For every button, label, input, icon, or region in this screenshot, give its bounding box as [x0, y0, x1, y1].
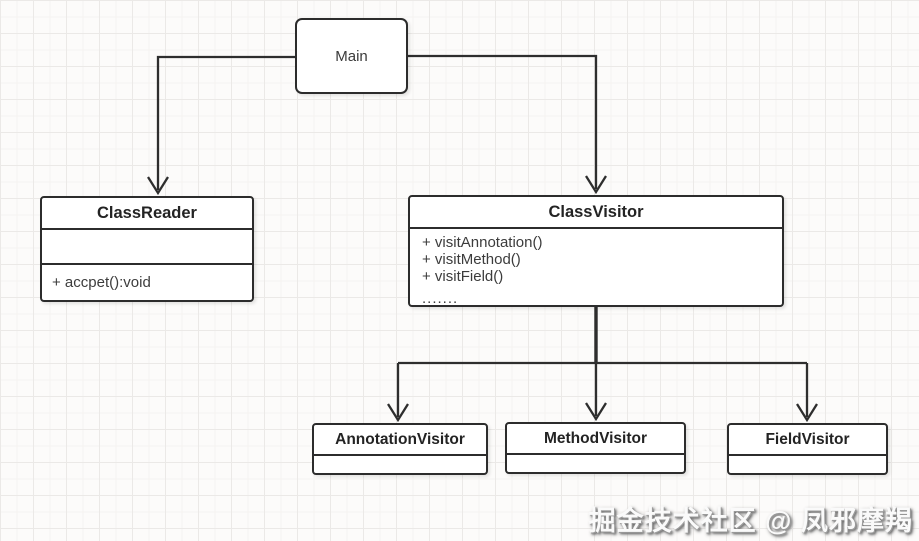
- arrowhead-down-icon: [147, 176, 169, 196]
- node-classreader: ClassReader + accpet():void: [40, 196, 254, 302]
- arrowhead-down-icon: [796, 403, 818, 423]
- classvisitor-ellipsis: .......: [422, 290, 459, 307]
- node-classvisitor: ClassVisitor + visitAnnotation() + visit…: [408, 195, 784, 307]
- classreader-title: ClassReader: [42, 198, 252, 230]
- classvisitor-methods-compartment: + visitAnnotation() + visitMethod() + vi…: [410, 229, 782, 309]
- methodvisitor-empty-compartment: [507, 455, 684, 472]
- node-main: Main: [295, 18, 408, 94]
- fieldvisitor-empty-compartment: [729, 456, 886, 473]
- classvisitor-method: + visitField(): [422, 268, 504, 285]
- arrowhead-down-icon: [585, 402, 607, 422]
- node-annotationvisitor: AnnotationVisitor: [312, 423, 488, 475]
- watermark-text: 掘金技术社区 @ 凤邪摩羯: [588, 506, 913, 536]
- methodvisitor-title: MethodVisitor: [507, 424, 684, 455]
- arrowhead-down-icon: [585, 175, 607, 195]
- classreader-attributes-compartment: [42, 230, 252, 265]
- node-fieldvisitor: FieldVisitor: [727, 423, 888, 475]
- annotationvisitor-empty-compartment: [314, 456, 486, 473]
- fieldvisitor-title: FieldVisitor: [729, 425, 886, 456]
- classvisitor-method: + visitAnnotation(): [422, 234, 543, 251]
- classreader-method: + accpet():void: [52, 274, 151, 291]
- edge-main-to-classvisitor: [407, 54, 598, 189]
- classvisitor-method: + visitMethod(): [422, 251, 521, 268]
- annotationvisitor-title: AnnotationVisitor: [314, 425, 486, 456]
- node-methodvisitor: MethodVisitor: [505, 422, 686, 474]
- node-main-label: Main: [335, 47, 368, 65]
- arrowhead-down-icon: [387, 403, 409, 423]
- edge-main-to-classreader: [156, 55, 296, 190]
- classvisitor-title: ClassVisitor: [410, 197, 782, 229]
